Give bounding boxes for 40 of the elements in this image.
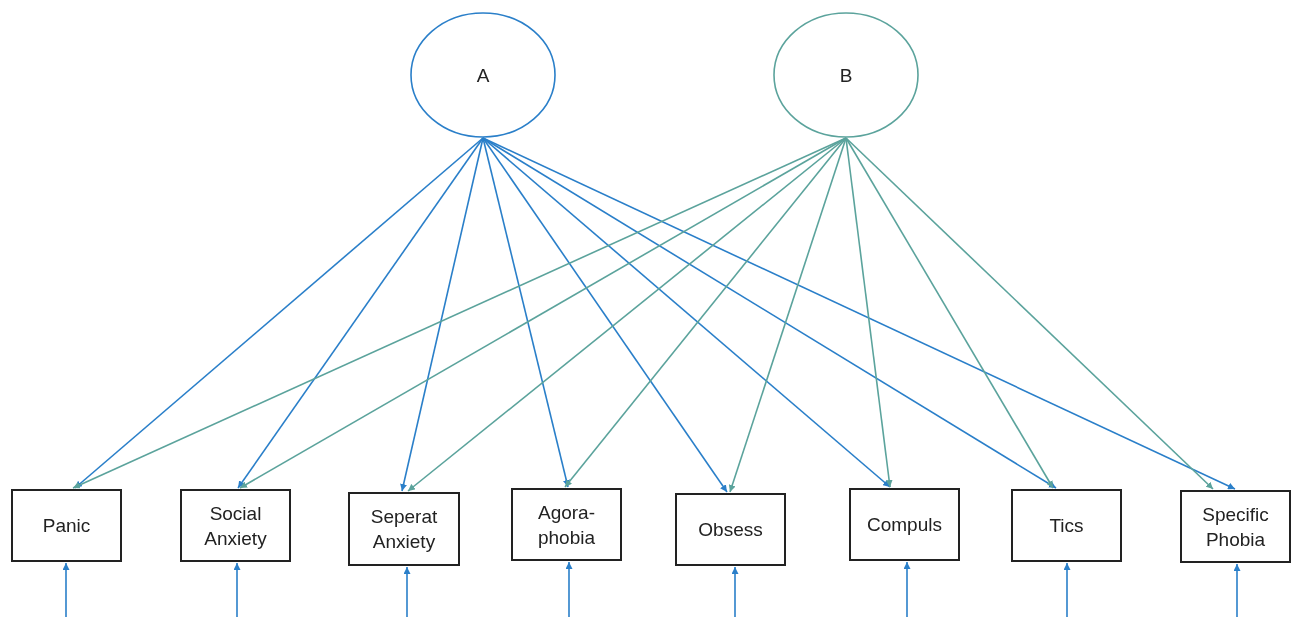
node-label: Social Anxiety <box>203 501 268 551</box>
residual-arrow <box>1233 563 1241 617</box>
residual-arrow <box>403 566 411 617</box>
residual-arrow <box>731 566 739 617</box>
node-label: Seperat Anxiety <box>369 505 439 554</box>
variable-box <box>348 492 460 566</box>
node-label: Specific Phobia <box>1201 502 1270 552</box>
variable-box <box>11 489 122 562</box>
path-arrow <box>482 137 1236 490</box>
path-arrow <box>482 137 891 488</box>
residual-arrow <box>565 561 573 617</box>
residual-arrow <box>62 562 70 617</box>
node-label: Compuls <box>866 513 943 537</box>
path-arrow <box>728 137 847 493</box>
residual-arrow <box>233 562 241 617</box>
path-arrow <box>72 137 847 489</box>
node-label: Panic <box>41 514 92 538</box>
node-label: A <box>475 63 491 88</box>
path-arrow <box>564 137 847 488</box>
residual-arrow <box>903 561 911 617</box>
variable-box <box>849 488 960 561</box>
path-arrow <box>407 137 847 492</box>
node-label: B <box>838 63 854 88</box>
residual-arrow <box>1063 562 1071 617</box>
path-arrow <box>400 137 484 492</box>
path-arrow <box>237 137 484 489</box>
variable-box <box>1011 489 1122 562</box>
path-arrow <box>482 137 728 493</box>
variable-box <box>180 489 291 562</box>
path-arrow <box>74 137 484 489</box>
variable-box <box>675 493 786 566</box>
node-label: Tics <box>1048 514 1085 538</box>
path-arrow <box>845 137 893 488</box>
variable-box <box>511 488 622 561</box>
node-label: Agora- phobia <box>536 500 597 550</box>
variable-box <box>1180 490 1291 563</box>
path-arrow <box>482 137 570 488</box>
path-arrow <box>845 137 1054 489</box>
path-arrow <box>845 137 1214 490</box>
node-label: Obsess <box>697 518 764 542</box>
